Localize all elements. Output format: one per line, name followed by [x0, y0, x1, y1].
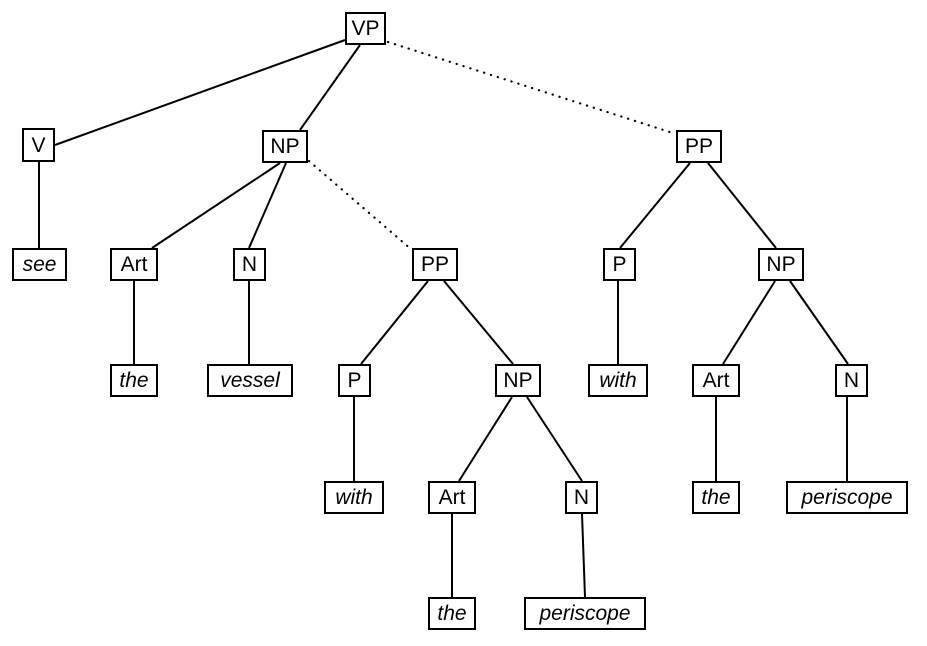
- tree-node-label: N: [573, 486, 590, 509]
- tree-node-label: N: [241, 253, 258, 276]
- tree-node-the_right[interactable]: the: [692, 481, 740, 514]
- tree-edge-np-mid-art-mid: [458, 396, 513, 482]
- tree-edge-vp-pp-right: [386, 40, 678, 136]
- tree-node-periscope_r[interactable]: periscope: [786, 481, 908, 514]
- tree-edge-n-mid-periscope-m: [581, 513, 586, 598]
- tree-node-label: the: [437, 602, 467, 625]
- tree-node-label: Art: [438, 486, 466, 509]
- tree-node-label: NP: [270, 135, 300, 158]
- tree-node-the_mid[interactable]: the: [428, 597, 476, 630]
- tree-node-label: the: [701, 486, 731, 509]
- tree-node-label: see: [22, 253, 57, 276]
- tree-node-v[interactable]: V: [22, 128, 55, 162]
- tree-node-label: V: [31, 133, 46, 157]
- tree-node-vessel[interactable]: vessel: [207, 364, 293, 397]
- tree-node-with_mid[interactable]: with: [324, 481, 384, 514]
- tree-edge-pp-right-np-right: [707, 162, 777, 249]
- tree-node-np_mid[interactable]: NP: [495, 364, 541, 397]
- tree-edge-pp-mid-p-mid: [360, 280, 429, 365]
- tree-node-art1[interactable]: Art: [110, 248, 158, 281]
- tree-node-np1[interactable]: NP: [262, 130, 308, 163]
- tree-node-pp_right[interactable]: PP: [676, 130, 722, 163]
- tree-node-label: N: [843, 369, 860, 392]
- tree-node-label: Art: [120, 253, 148, 276]
- tree-node-label: the: [119, 369, 149, 392]
- tree-edge-pp-right-p-right: [619, 162, 691, 249]
- tree-node-art_mid[interactable]: Art: [428, 481, 476, 514]
- tree-node-label: PP: [420, 253, 449, 276]
- tree-node-p_mid[interactable]: P: [338, 364, 371, 397]
- tree-edge-vp-np1: [299, 44, 361, 131]
- tree-node-label: vessel: [220, 369, 280, 392]
- tree-edge-np1-pp-mid: [307, 159, 414, 252]
- tree-node-periscope_m[interactable]: periscope: [524, 597, 646, 630]
- tree-node-label: P: [347, 369, 362, 392]
- tree-node-art_right[interactable]: Art: [692, 364, 740, 397]
- tree-node-n1[interactable]: N: [233, 248, 266, 281]
- tree-edge-np-right-n-right: [789, 280, 849, 365]
- tree-edge-pp-mid-np-mid: [443, 280, 514, 365]
- tree-node-label: P: [612, 253, 627, 276]
- tree-node-see[interactable]: see: [12, 248, 67, 281]
- tree-edge-vp-v: [54, 39, 346, 146]
- tree-node-the1[interactable]: the: [110, 364, 158, 397]
- tree-edge-np-right-art-right: [722, 280, 776, 365]
- tree-node-label: NP: [503, 369, 533, 392]
- tree-node-label: NP: [766, 253, 796, 276]
- tree-node-label: with: [599, 369, 637, 392]
- tree-edge-np-mid-n-mid: [526, 396, 583, 482]
- tree-node-n_right[interactable]: N: [835, 364, 868, 397]
- tree-node-p_right[interactable]: P: [603, 248, 636, 281]
- tree-node-pp_mid[interactable]: PP: [412, 248, 458, 281]
- tree-node-label: with: [335, 486, 373, 509]
- tree-node-label: PP: [684, 135, 713, 158]
- tree-node-vp[interactable]: VP: [345, 12, 386, 45]
- tree-node-label: VP: [351, 17, 380, 40]
- tree-edge-np1-art1: [151, 162, 281, 249]
- tree-node-np_right[interactable]: NP: [758, 248, 804, 281]
- tree-node-with_right[interactable]: with: [588, 364, 648, 397]
- tree-node-label: periscope: [801, 486, 893, 509]
- tree-node-label: periscope: [539, 602, 631, 625]
- tree-node-n_mid[interactable]: N: [565, 481, 598, 514]
- tree-edge-np1-n1: [248, 162, 287, 249]
- tree-node-label: Art: [702, 369, 730, 392]
